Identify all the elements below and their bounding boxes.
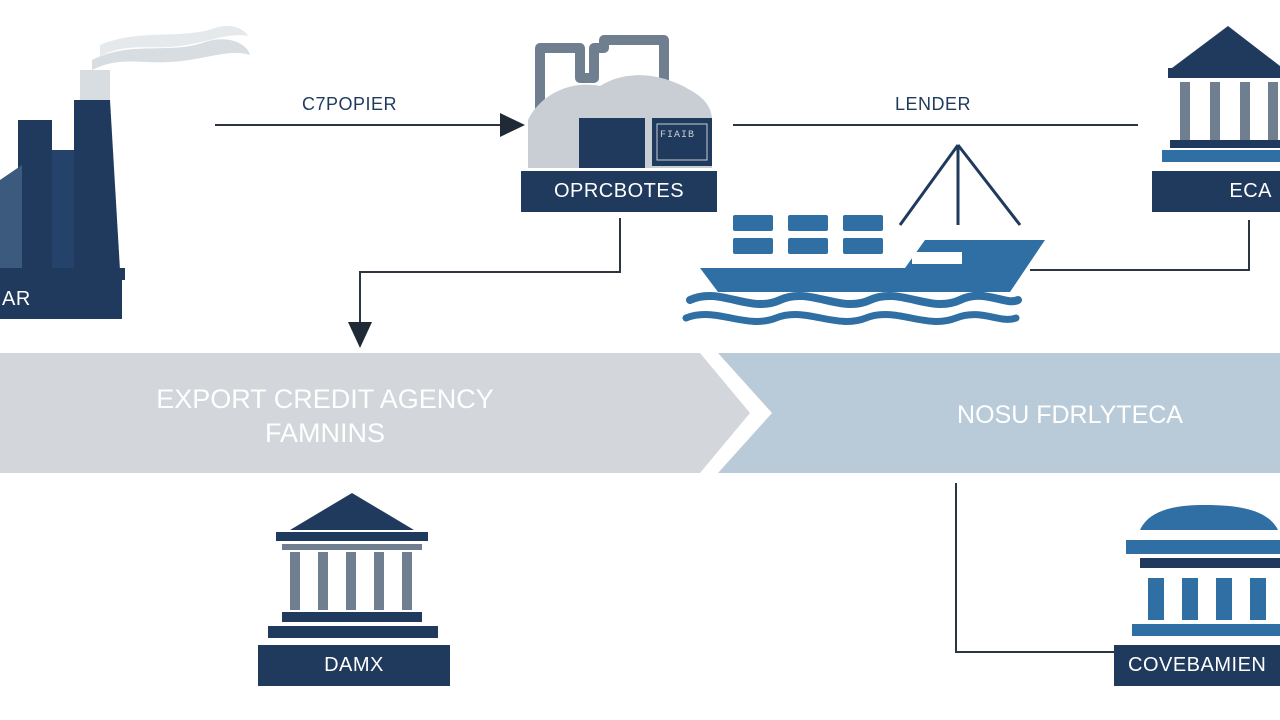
band-left: [0, 353, 750, 473]
government-label: COVEBAMIEN: [1114, 645, 1280, 686]
band-right: [718, 353, 1280, 473]
eca-building-icon: [1162, 26, 1280, 162]
goods-building-icon: [528, 35, 712, 168]
flow-label-goods-eca: LENDER: [895, 94, 972, 114]
band-left-subtitle: FAMNINS: [264, 418, 385, 448]
band-left-title: EXPORT CREDIT AGENCY: [156, 384, 494, 414]
flow-line-ship-eca: [1030, 220, 1250, 271]
flow-label-exporter-goods: C7POPIER: [302, 94, 398, 114]
waves-icon: [686, 291, 1022, 308]
arrowhead-right-icon: [500, 113, 525, 137]
factory-icon: [0, 25, 250, 280]
cargo-ship-icon: [682, 144, 1045, 325]
arrowhead-down-icon: [348, 322, 372, 348]
smoke-icon: [92, 39, 250, 70]
government-building-icon: [1126, 505, 1280, 636]
bank-building-icon: [268, 493, 438, 638]
goods-screen-text: FIAIB: [660, 130, 696, 141]
eca-label: ECA: [1152, 171, 1280, 212]
bank-label: DAMX: [258, 645, 450, 686]
connectors: [215, 124, 1250, 653]
flow-line-band-government: [955, 483, 1120, 653]
goods-label: OPRCBOTES: [521, 171, 717, 212]
exporter-label: AR: [0, 280, 122, 319]
band-right-title: NOSU FDRLYTECA: [957, 401, 1183, 429]
goods-door: [579, 118, 645, 168]
flow-line-goods-down: [359, 218, 621, 325]
goods-screen: [652, 118, 712, 166]
